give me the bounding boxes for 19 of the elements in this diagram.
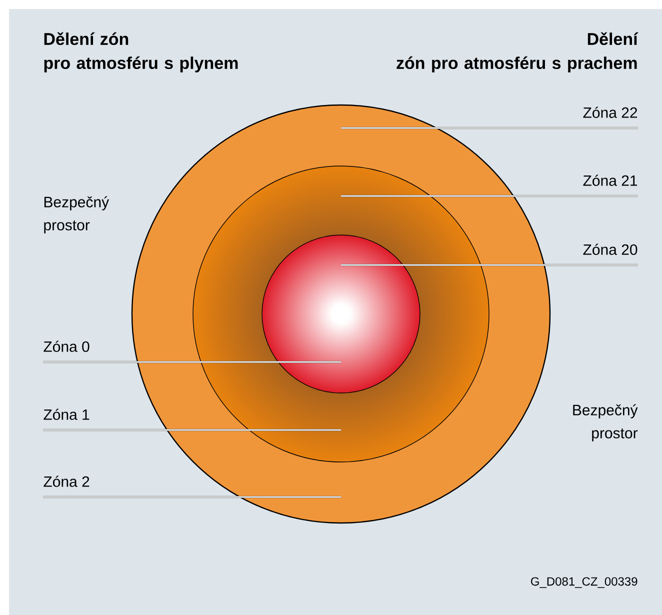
leader-line bbox=[42, 429, 342, 431]
area-label: Bezpečný prostor bbox=[44, 196, 110, 234]
zone-label: Zóna 21 bbox=[583, 174, 638, 186]
zone-label: Zóna 0 bbox=[44, 340, 90, 352]
zone-label: Zóna 2 bbox=[44, 476, 90, 487]
leader-line bbox=[42, 361, 342, 363]
heading: Dělení zón pro atmosféru s plynem bbox=[44, 32, 238, 72]
figure-code: G_D081_CZ_00339 bbox=[531, 577, 638, 588]
zone-label: Zóna 1 bbox=[44, 408, 90, 420]
zone-circle bbox=[262, 234, 420, 394]
area-label: Bezpečný prostor bbox=[573, 404, 638, 442]
zone-circle bbox=[192, 166, 490, 462]
leader-line bbox=[42, 496, 342, 498]
zone-label: Zóna 20 bbox=[583, 244, 638, 255]
leader-line bbox=[340, 195, 638, 197]
zone-label: Zóna 22 bbox=[583, 106, 638, 118]
leader-line bbox=[340, 127, 638, 129]
heading: Dělení zón pro atmosféru s prachem bbox=[396, 32, 638, 72]
leader-line bbox=[340, 264, 638, 266]
